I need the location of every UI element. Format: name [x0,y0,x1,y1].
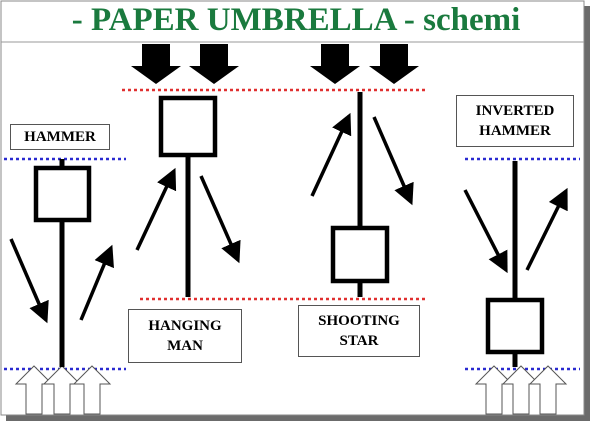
label-inverted-hammer: INVERTED HAMMER [456,95,574,147]
hammer-up-trend-arrow [79,244,114,321]
label-hanging-man: HANGING MAN [128,309,242,363]
down-arrow-icon [310,44,360,84]
inverted-up-trend-arrow [525,187,568,271]
label-hammer-text: HAMMER [24,129,96,145]
label-inverted-hammer-line2: HAMMER [479,123,551,139]
shooting-star-body [330,225,390,284]
up-arrow-icon [42,365,82,415]
inverted-down-trend-arrow [463,189,508,274]
inverted-hammer-body [485,297,545,355]
hammer-down-trend-arrow [9,238,49,324]
page-title: - PAPER UMBRELLA - schemi [71,2,521,38]
hammer-candle [33,159,92,367]
hanging-man-candle [158,95,218,297]
hammer-body [33,165,92,223]
label-shooting-star-line1: SHOOTING [318,313,400,329]
up-arrow-icon [528,365,568,415]
hanging-man-body [158,95,218,158]
up-arrow-icon [474,365,514,415]
down-arrow-icon [369,44,419,84]
label-hammer: HAMMER [10,124,110,150]
label-hanging-man-line1: HANGING [148,318,222,334]
up-arrow-icon [501,365,541,415]
label-shooting-star-line2: STAR [339,333,379,349]
up-arrow-icon [14,365,54,415]
label-shooting-star: SHOOTING STAR [298,305,420,357]
hanging-up-trend-arrow [135,167,177,251]
shooting-down-trend-arrow [372,116,414,206]
label-inverted-hammer-line1: INVERTED [475,103,555,119]
label-hanging-man-line2: MAN [167,338,203,354]
inverted-hammer-candle [485,161,545,367]
shooting-star-candle [330,92,390,297]
up-arrow-icon [72,365,112,415]
hanging-down-trend-arrow [199,175,241,264]
down-arrow-icon [189,44,239,84]
shooting-up-trend-arrow [310,112,352,197]
down-arrow-icon [131,44,181,84]
